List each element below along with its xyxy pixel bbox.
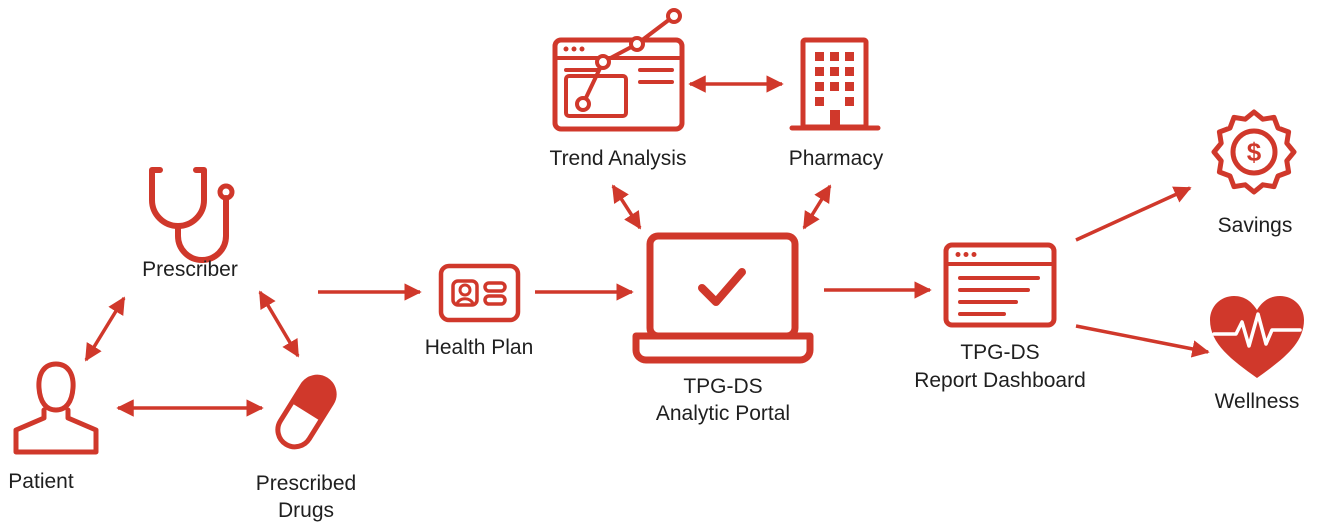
edge-prescriber-patient: [84, 296, 126, 362]
dollar-badge-icon: $: [1211, 109, 1297, 195]
edge-trend-portal: [611, 184, 642, 230]
building-icon: [789, 37, 881, 131]
edge-report-wellness: [1075, 324, 1210, 358]
edges: [84, 75, 1210, 417]
node-trend-analysis: Trend Analysis: [550, 8, 687, 170]
edge-prescriber-drugs: [258, 290, 300, 358]
person-icon: [13, 361, 99, 455]
node-savings: $ Savings: [1211, 109, 1297, 237]
node-health-plan: Health Plan: [425, 263, 534, 359]
patient-label: Patient: [8, 470, 74, 493]
node-prescriber: Prescriber: [142, 167, 238, 281]
node-wellness: Wellness: [1210, 296, 1304, 413]
report-dashboard-label-line2: Report Dashboard: [914, 369, 1086, 392]
node-patient: Patient: [8, 361, 99, 493]
id-card-icon: [438, 263, 521, 323]
analytic-portal-label-line1: TPG-DS: [683, 375, 762, 398]
trend-analysis-label: Trend Analysis: [550, 147, 687, 170]
node-prescribed-drugs: Prescribed Drugs: [256, 374, 356, 522]
node-analytic-portal: TPG-DS Analytic Portal: [632, 232, 814, 425]
analytic-portal-label-line2: Analytic Portal: [656, 402, 790, 425]
health-plan-label: Health Plan: [425, 336, 534, 359]
stethoscope-icon: [149, 167, 235, 263]
laptop-check-icon: [632, 232, 814, 364]
savings-label: Savings: [1218, 214, 1293, 237]
report-dashboard-label-line1: TPG-DS: [960, 341, 1039, 364]
prescribed-drugs-label-line2: Drugs: [278, 499, 334, 522]
prescribed-drugs-label-line1: Prescribed: [256, 472, 356, 495]
pill-icon: [275, 374, 337, 450]
heart-pulse-icon: [1210, 296, 1304, 378]
pharmacy-label: Pharmacy: [789, 147, 884, 170]
node-report-dashboard: TPG-DS Report Dashboard: [914, 242, 1086, 392]
report-window-icon: [943, 242, 1057, 328]
browser-chart-icon: [552, 8, 685, 132]
dollar-symbol: $: [1247, 137, 1262, 167]
edge-report-savings: [1075, 186, 1192, 242]
prescriber-label: Prescriber: [142, 258, 238, 281]
node-pharmacy: Pharmacy: [789, 37, 884, 170]
wellness-label: Wellness: [1215, 390, 1300, 413]
edge-pharmacy-portal: [802, 184, 832, 230]
